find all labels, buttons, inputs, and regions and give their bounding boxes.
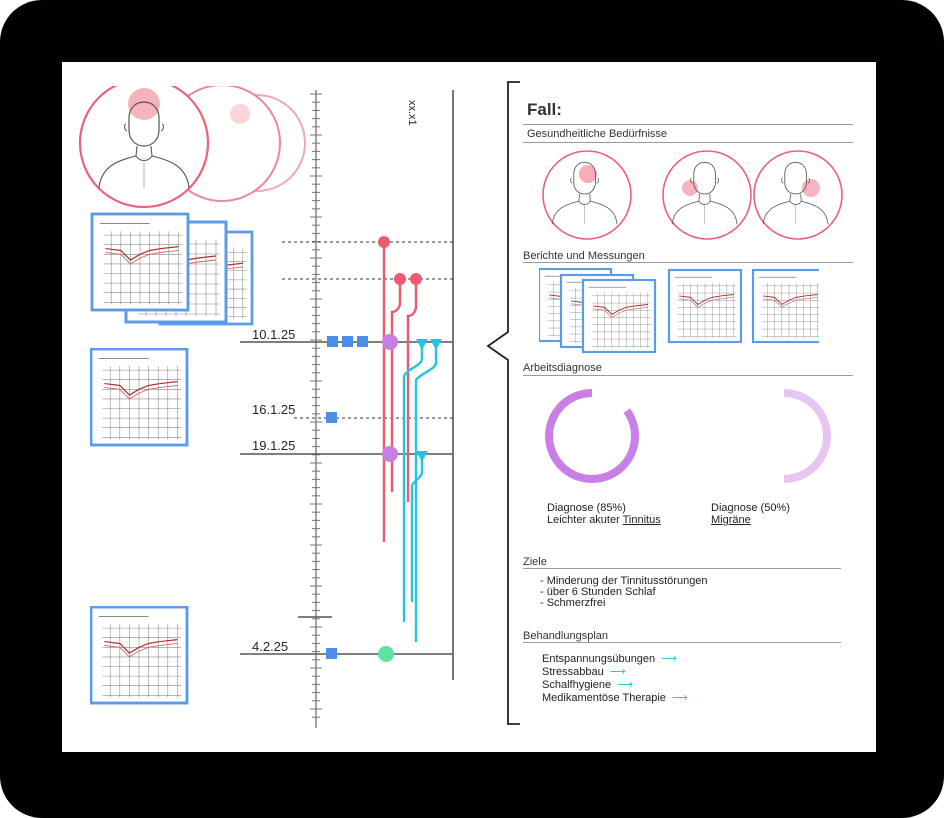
- list-item: - über 6 Stunden Schlaf: [540, 586, 656, 598]
- date-label: 16.1.25: [252, 402, 296, 417]
- section-title-plan: Behandlungsplan: [523, 630, 609, 642]
- divider: [523, 262, 853, 263]
- head-portrait-icon: [753, 150, 843, 240]
- list-item: - Schmerzfrei: [540, 597, 606, 609]
- audiogram-chart-icon: [751, 268, 819, 344]
- audiogram-chart-icon: [581, 278, 657, 354]
- right-arrow-icon[interactable]: ⟶: [671, 692, 688, 704]
- timeline: [240, 90, 454, 728]
- head-stack: [78, 86, 306, 209]
- section-title-needs: Gesundheitliche Bedürfnisse: [527, 128, 668, 140]
- divider: [523, 142, 853, 143]
- diagnosis-rings: [545, 389, 831, 483]
- plan-list: Entspannungsübungen⟶ Stressabbau⟶ Schalf…: [542, 653, 688, 705]
- therapy-tracks: [402, 344, 438, 642]
- needs-heads: [542, 150, 843, 240]
- divider: [523, 375, 853, 376]
- head-portrait-icon: [662, 150, 752, 240]
- list-item: - Minderung der Tinnitusstörungen: [540, 575, 708, 587]
- section-title-goals: Ziele: [523, 556, 547, 568]
- date-label: 10.1.25: [252, 327, 296, 342]
- diagnosis-label-1: Diagnose (85%) Leichter akuter Tinnitus: [547, 502, 661, 526]
- symptom-tracks: [382, 242, 418, 542]
- plan-item[interactable]: Medikamentöse Therapie⟶: [542, 692, 688, 704]
- brace: [486, 81, 520, 725]
- divider: [523, 642, 841, 643]
- audiogram-chart-icon: [90, 606, 189, 705]
- right-arrow-icon[interactable]: ⟶: [609, 666, 626, 678]
- reports-audiograms: [539, 268, 819, 354]
- audiogram-chart-icon: [90, 348, 189, 447]
- plan-item[interactable]: Stressabbau⟶: [542, 666, 626, 678]
- audiogram-chart-icon: [90, 212, 190, 312]
- date-label: 4.2.25: [252, 639, 289, 654]
- divider: [523, 124, 853, 125]
- date-label: 19.1.25: [252, 438, 296, 453]
- audiogram-chart-icon: [667, 268, 743, 344]
- section-title-diagnosis: Arbeitsdiagnose: [523, 362, 602, 374]
- version-label: xx.x1: [406, 100, 418, 126]
- screen: 10.1.25 16.1.25 19.1.25 4.2.25 xx.x1 Fal…: [62, 62, 876, 752]
- divider: [523, 568, 841, 569]
- head-portrait-icon: [78, 86, 210, 209]
- diagnosis-ring: [545, 389, 640, 483]
- diagnosis-ring: [783, 389, 831, 483]
- right-arrow-icon[interactable]: ⟶: [661, 653, 677, 665]
- case-title: Fall:: [527, 100, 562, 119]
- diagnosis-label-2: Diagnose (50%) Migräne: [711, 502, 790, 526]
- right-arrow-icon[interactable]: ⟶: [617, 679, 633, 691]
- measurement-markers: [326, 336, 368, 659]
- plan-item[interactable]: Schalfhygiene⟶: [542, 679, 633, 691]
- timeline-ticks: [310, 93, 322, 718]
- head-portrait-icon: [542, 150, 632, 240]
- section-title-reports: Berichte und Messungen: [523, 250, 645, 262]
- plan-item[interactable]: Entspannungsübungen⟶: [542, 653, 677, 665]
- goals-list: - Minderung der Tinnitusstörungen - über…: [540, 576, 708, 609]
